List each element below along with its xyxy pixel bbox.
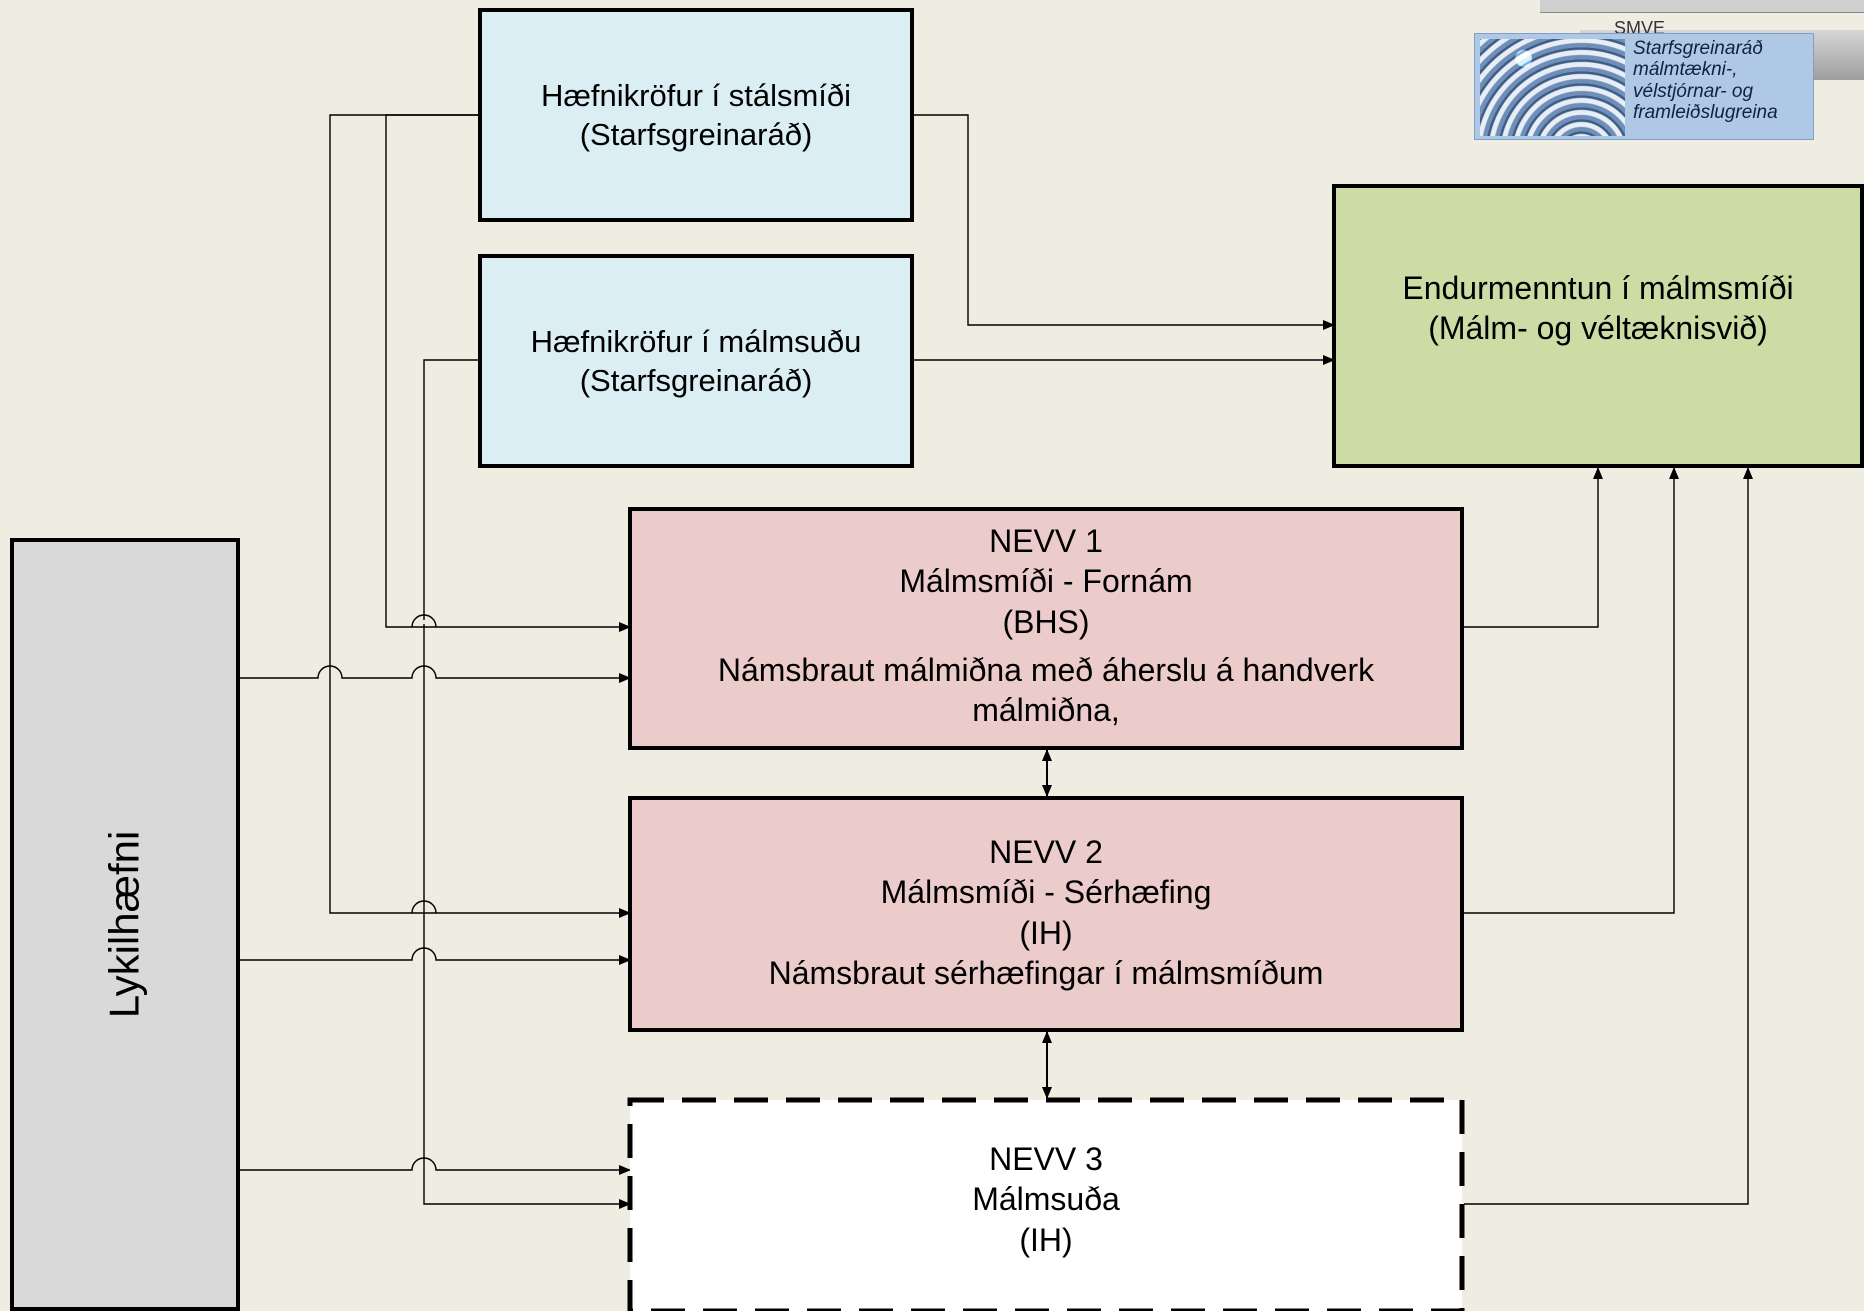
logo-tab-bar (1540, 0, 1864, 13)
box-line: Málmsmíði - Sérhæfing (880, 874, 1212, 911)
line-lykilhaefni-to-nevv1 (240, 665, 631, 683)
logo-line: vélstjórnar- og (1633, 80, 1754, 102)
line-hop-nevv2-upper (411, 900, 437, 914)
line-lykilhaefni-to-nevv2 (240, 947, 631, 965)
logo-line: Starfsgreinaráð (1633, 38, 1763, 59)
box-line: Málmsuða (972, 1181, 1120, 1218)
line-stalsmidi-to-nevv2 (329, 114, 631, 918)
logo-text: Starfsgreinaráð málmtækni-, vélstjórnar-… (1633, 38, 1813, 123)
line-lykilhaefni-to-nevv3 (240, 1157, 631, 1175)
box-line: Málmsmíði - Fornám (899, 563, 1193, 600)
logo-building-image (1480, 39, 1625, 136)
box-line: (Málm- og véltæknisvið) (1428, 310, 1768, 347)
nevv3-box: NEVV 3 Málmsuða (IH) (633, 1103, 1459, 1311)
box-line: málmiðna, (972, 692, 1120, 729)
box-line: (IH) (1019, 1221, 1073, 1258)
line-nevv1-to-endurmenntun (1464, 467, 1603, 628)
requirements-stalsmidi-box: Hæfnikröfur í stálsmíði (Starfsgreinaráð… (478, 8, 914, 222)
box-line: Hæfnikröfur í málmsuðu (530, 323, 862, 359)
nevv1-box: NEVV 1 Málmsmíði - Fornám (BHS) Námsbrau… (628, 507, 1464, 750)
box-line: Endurmenntun í málmsmíði (1402, 270, 1794, 306)
box-line: (BHS) (1002, 603, 1090, 640)
logo-line: málmtækni-, (1633, 59, 1738, 81)
box-line: Námsbraut sérhæfingar í málmsmíðum (768, 954, 1324, 991)
nevv2-box: NEVV 2 Málmsmíði - Sérhæfing (IH) Námsbr… (628, 796, 1464, 1032)
box-line: NEVV 1 (989, 523, 1103, 559)
starfsgreinarad-logo: Starfsgreinaráð málmtækni-, vélstjórnar-… (1474, 33, 1814, 140)
lykilhaefni-label: Lykilhæfni (100, 830, 148, 1019)
box-line: (Starfsgreinaráð) (579, 363, 813, 398)
nevv3-dashed-border (627, 1097, 1465, 1311)
box-line: Námsbraut málmiðna með áherslu á handver… (717, 651, 1375, 688)
box-line: Hæfnikröfur í stálsmíði (540, 77, 852, 113)
lykilhaefni-box: Lykilhæfni (10, 538, 240, 1311)
line-malmsudu-to-nevv (423, 359, 631, 1209)
requirements-malmsudu-box: Hæfnikröfur í málmsuðu (Starfsgreinaráð) (478, 254, 914, 468)
box-line: (Starfsgreinaráð) (579, 117, 813, 152)
box-line: (IH) (1019, 914, 1073, 951)
logo-line: framleiðslugreina (1633, 101, 1778, 123)
box-line: NEVV 3 (989, 1141, 1103, 1177)
endurmenntun-box: Endurmenntun í málmsmíði (Málm- og véltæ… (1332, 184, 1864, 468)
line-nevv3-to-endurmenntun (1464, 467, 1753, 1205)
line-stalsmidi-to-endurmenntun (914, 114, 1335, 330)
box-line: NEVV 2 (989, 834, 1103, 870)
line-nevv2-to-endurmenntun (1464, 467, 1679, 914)
